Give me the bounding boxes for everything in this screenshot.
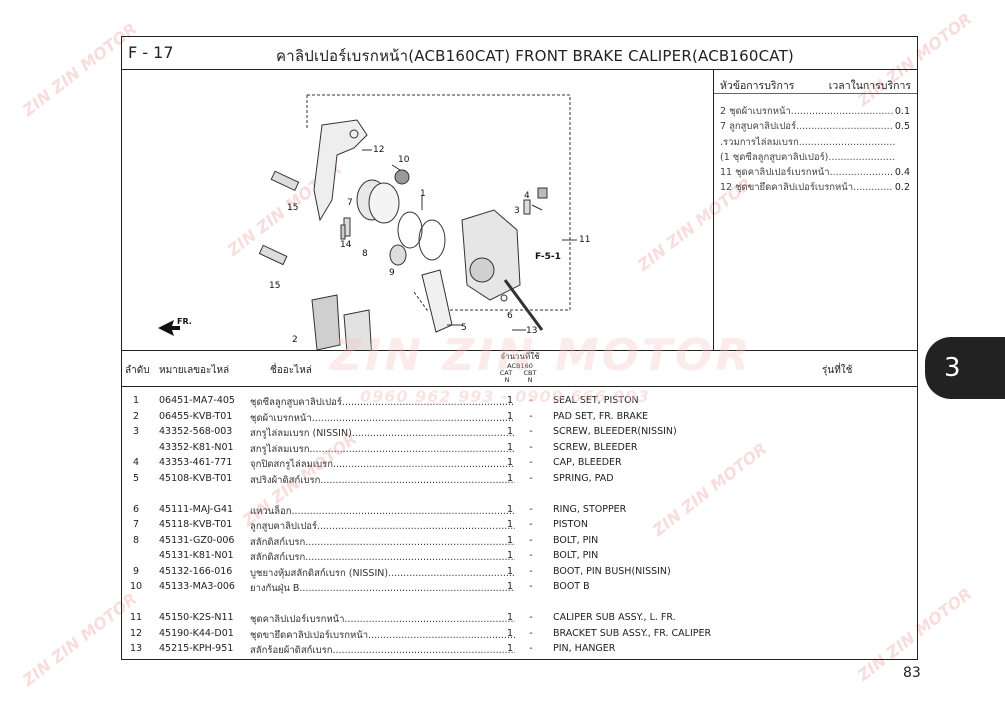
exploded-diagram: 12 10 1 15 7 4 3 14 8 9 11 F-5-1 15 6 2 … xyxy=(122,70,714,350)
exploded-diagram-svg: 12 10 1 15 7 4 3 14 8 9 11 F-5-1 15 6 2 … xyxy=(158,94,590,350)
col-part-header: หมายเลขอะไหล่ xyxy=(159,365,230,376)
diagram-label: 8 xyxy=(362,249,368,259)
diagram-label: 11 xyxy=(579,235,590,245)
parts-table-header: ลำดับ หมายเลขอะไหล่ ชื่ออะไหล่ จำนวนที่ใ… xyxy=(122,350,917,387)
col-cat-n: N xyxy=(504,376,510,384)
section-tab: 3 xyxy=(925,337,1005,399)
diagram-label: 15 xyxy=(287,203,298,213)
col-cbt-header: CBT xyxy=(523,369,537,377)
col-model-header: ACB160 xyxy=(507,362,533,370)
diagram-label: 1 xyxy=(420,189,426,199)
diagram-label: 7 xyxy=(347,198,353,208)
col-name-header: ชื่ออะไหล่ xyxy=(270,365,312,376)
col-cat-header: CAT xyxy=(499,369,513,377)
service-lines: 2 ชุดผ้าเบรกหน้า........................… xyxy=(720,104,910,196)
diagram-label: 12 xyxy=(373,145,384,155)
service-line: 7 ลูกสูบคาลิปเปอร์......................… xyxy=(720,119,910,135)
diagram-label: 10 xyxy=(398,155,410,165)
diagram-label: 6 xyxy=(507,311,513,321)
service-header: หัวข้อการบริการ เวลาในการบริการ xyxy=(714,70,917,94)
service-line: 12 ชุดขายึดคาลิปเปอร์เบรกหน้า...........… xyxy=(720,180,910,196)
service-line: 2 ชุดผ้าเบรกหน้า........................… xyxy=(720,104,910,120)
diagram-label: 13 xyxy=(526,326,537,336)
col-no-header: ลำดับ xyxy=(125,365,150,376)
service-line: (1 ชุดซีลลูกสูบคาลิปเปอร์)..............… xyxy=(720,151,896,163)
page-code: F - 17 xyxy=(128,43,174,62)
service-line: .รวมการไล่ลมเบรก........................… xyxy=(720,136,896,148)
col-cbt-n: N xyxy=(527,376,533,384)
col-applicable-header: รุ่นที่ใช้ xyxy=(822,365,853,376)
service-header-right: เวลาในการบริการ xyxy=(828,80,911,92)
diagram-ref-label: F-5-1 xyxy=(535,252,561,262)
diagram-label: 2 xyxy=(292,335,298,345)
diagram-label: 5 xyxy=(461,323,467,333)
service-time-panel: หัวข้อการบริการ เวลาในการบริการ 2 ชุดผ้า… xyxy=(714,70,917,350)
page-header: F - 17 คาลิปเปอร์เบรกหน้า(ACB160CAT) FRO… xyxy=(122,37,917,70)
service-header-left: หัวข้อการบริการ xyxy=(720,80,795,92)
diagram-label: 15 xyxy=(269,281,280,291)
section-tab-number: 3 xyxy=(944,353,961,383)
service-line: 11 ชุดคาลิปเปอร์เบรกหน้า................… xyxy=(720,165,910,181)
diagram-label: 14 xyxy=(340,240,352,250)
page-title: คาลิปเปอร์เบรกหน้า(ACB160CAT) FRONT BRAK… xyxy=(276,47,794,65)
diagram-label: 9 xyxy=(389,268,395,278)
front-direction-label: FR. xyxy=(177,317,192,326)
col-qty-header: จำนวนที่ใช้ xyxy=(500,352,540,361)
catalog-page-frame: F - 17 คาลิปเปอร์เบรกหน้า(ACB160CAT) FRO… xyxy=(121,36,918,660)
diagram-label: 3 xyxy=(514,206,520,216)
page-number: 83 xyxy=(903,665,921,681)
diagram-label: 4 xyxy=(524,191,530,201)
